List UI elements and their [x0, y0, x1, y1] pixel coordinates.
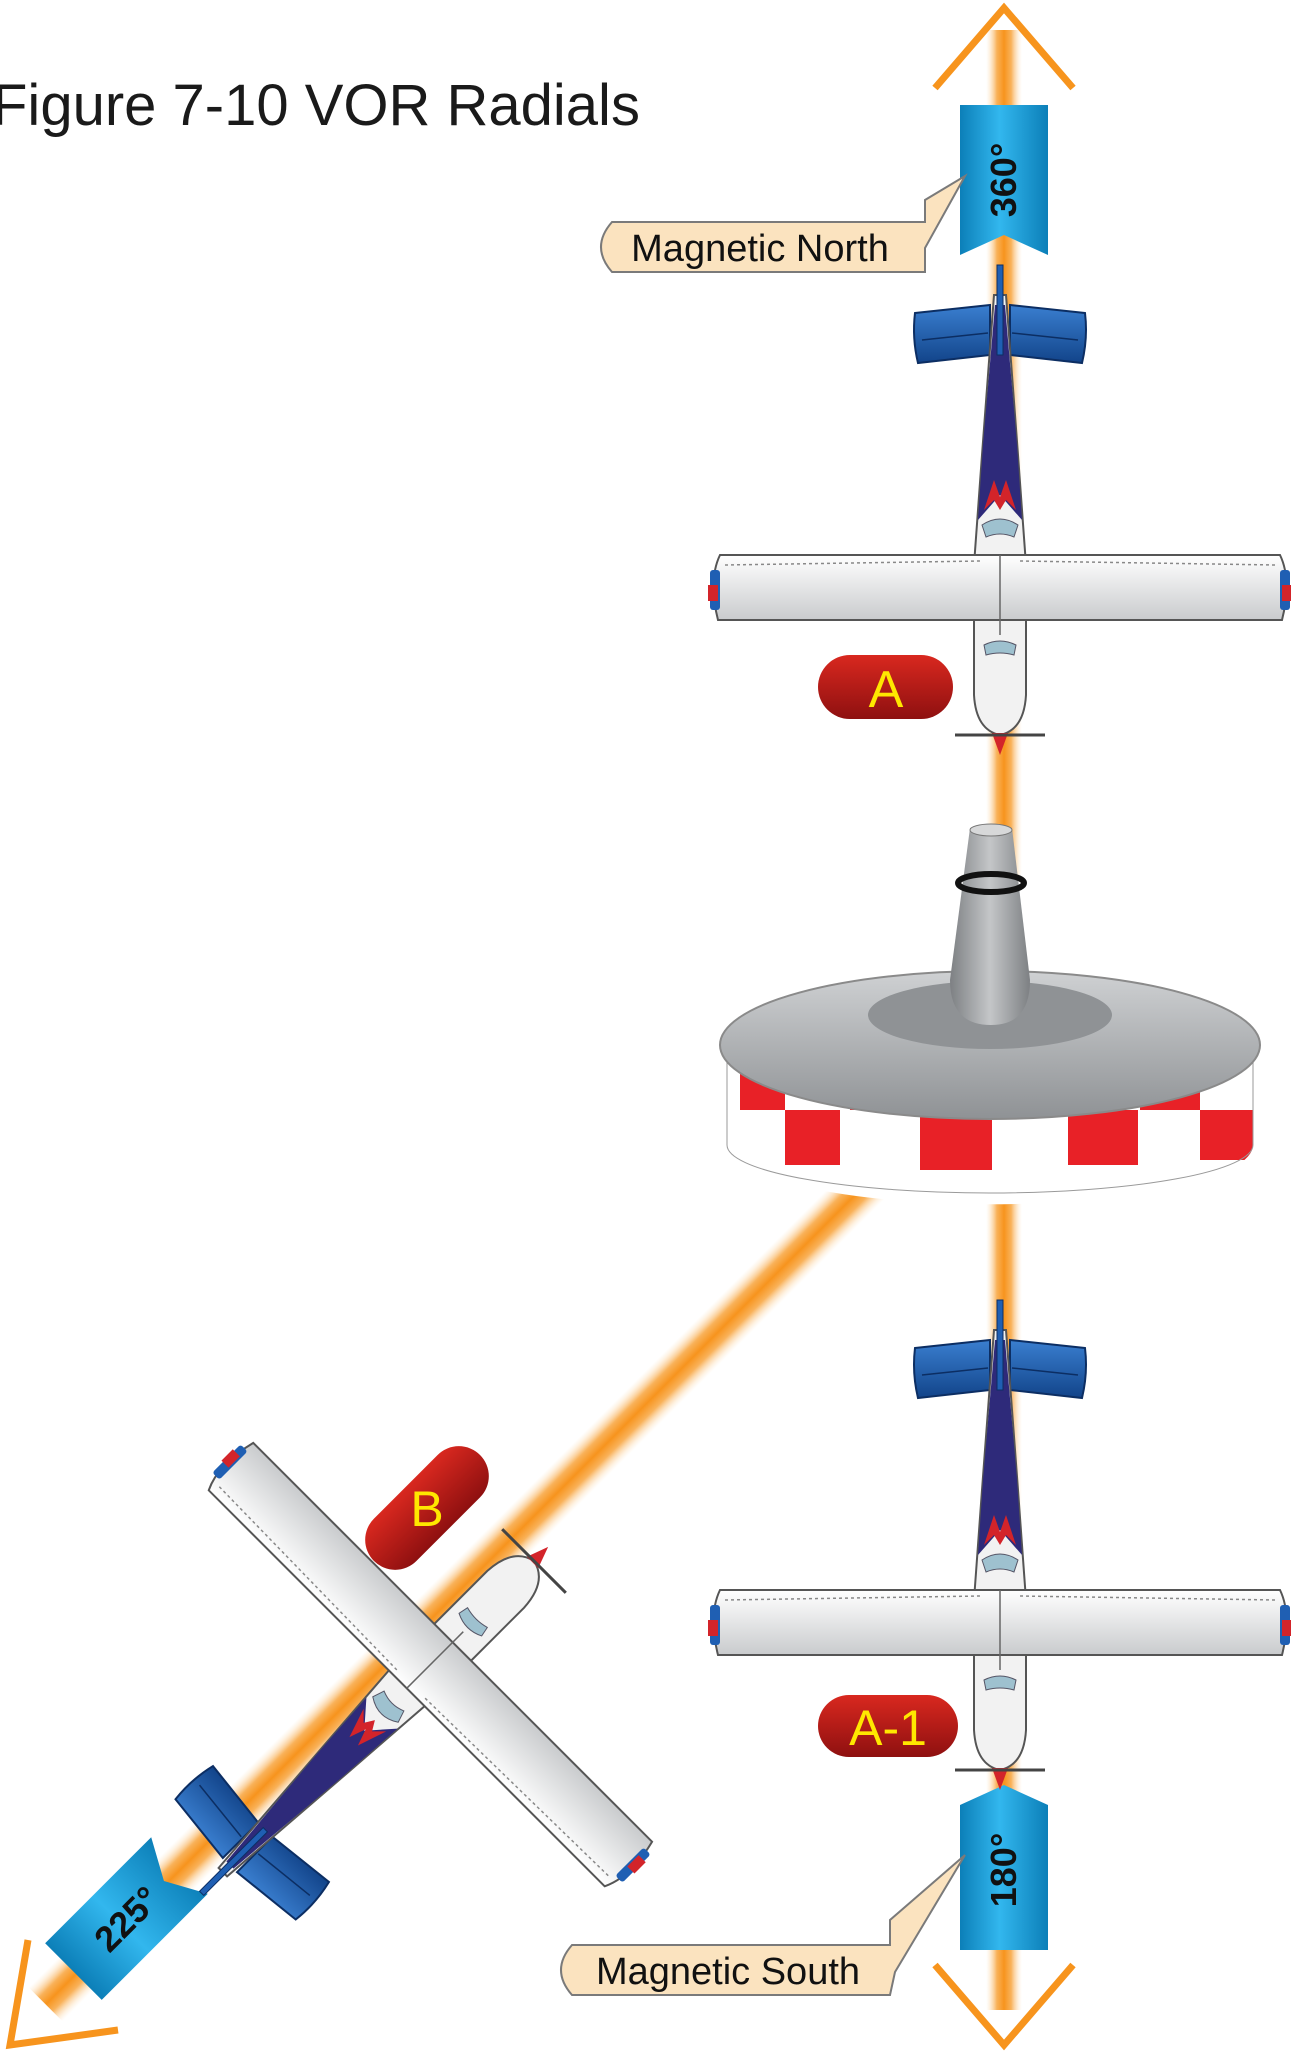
radial-360-label: 360° — [983, 143, 1024, 217]
aircraft-a — [708, 265, 1291, 755]
aircraft-a1-label: A-1 — [849, 1700, 927, 1756]
aircraft-a-tag: A — [818, 655, 953, 719]
magnetic-north-label: Magnetic North — [631, 228, 889, 270]
vor-station — [720, 824, 1260, 1205]
aircraft-a1 — [708, 1300, 1291, 1790]
magnetic-south-label: Magnetic South — [596, 1951, 860, 1993]
aircraft-a1-tag: A-1 — [818, 1695, 958, 1757]
radial-badge-180: 180° — [960, 1785, 1048, 1950]
radial-180-label: 180° — [983, 1833, 1024, 1907]
aircraft-b-label: B — [410, 1481, 443, 1537]
magnetic-north-callout: Magnetic North — [601, 176, 965, 272]
aircraft-a-label: A — [869, 661, 904, 719]
radial-badge-360: 360° — [960, 105, 1048, 255]
